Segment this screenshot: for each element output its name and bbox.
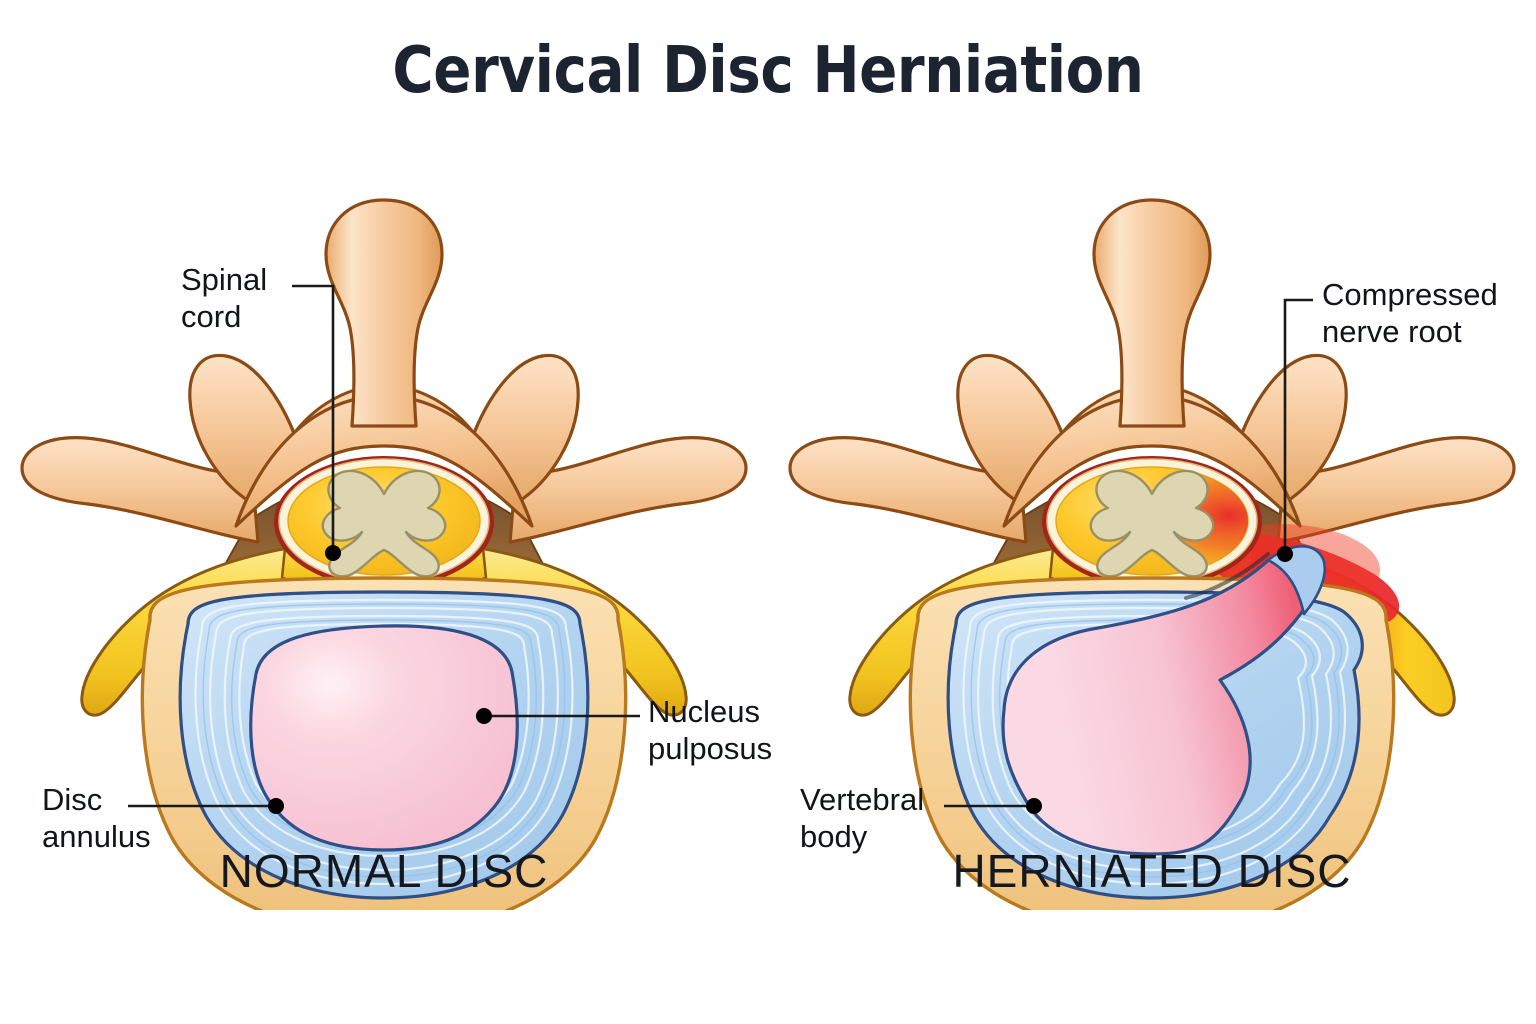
label-disc-annulus: Disc annulus <box>42 782 151 854</box>
caption-normal-disc: NORMAL DISC <box>219 845 549 897</box>
transverse-process-left <box>20 436 260 544</box>
annulus-lamellae <box>194 598 574 886</box>
herniation-tear-line <box>1184 552 1270 600</box>
normal-disc-illustration <box>20 198 748 910</box>
spinous-process <box>324 198 444 428</box>
nucleus-pulposus-herniated <box>1001 545 1323 856</box>
annulus-lamellae-thin <box>202 603 566 878</box>
nucleus-pulposus <box>249 624 519 852</box>
herniated-disc-illustration <box>788 198 1516 910</box>
panel-herniated-disc: HERNIATED DISC <box>768 150 1536 940</box>
transverse-process-left <box>788 436 1028 544</box>
herniation-bulge-flap <box>1266 545 1327 616</box>
caption-herniated-disc: HERNIATED DISC <box>952 845 1352 897</box>
label-nucleus-pulposus: Nucleus pulposus <box>648 694 773 766</box>
gray-matter-butterfly <box>1089 469 1215 578</box>
label-vertebral-body: Vertebral body <box>800 782 925 854</box>
label-compressed-nerve-root: Compressed nerve root <box>1322 277 1498 349</box>
panel-normal-disc: NORMAL DISC <box>0 150 768 940</box>
transverse-process-right <box>508 436 748 544</box>
page-title: Cervical Disc Herniation <box>392 34 1144 108</box>
spinous-process <box>1092 198 1212 428</box>
label-spinal-cord: Spinal cord <box>181 262 268 334</box>
transverse-process-right <box>1276 436 1516 544</box>
